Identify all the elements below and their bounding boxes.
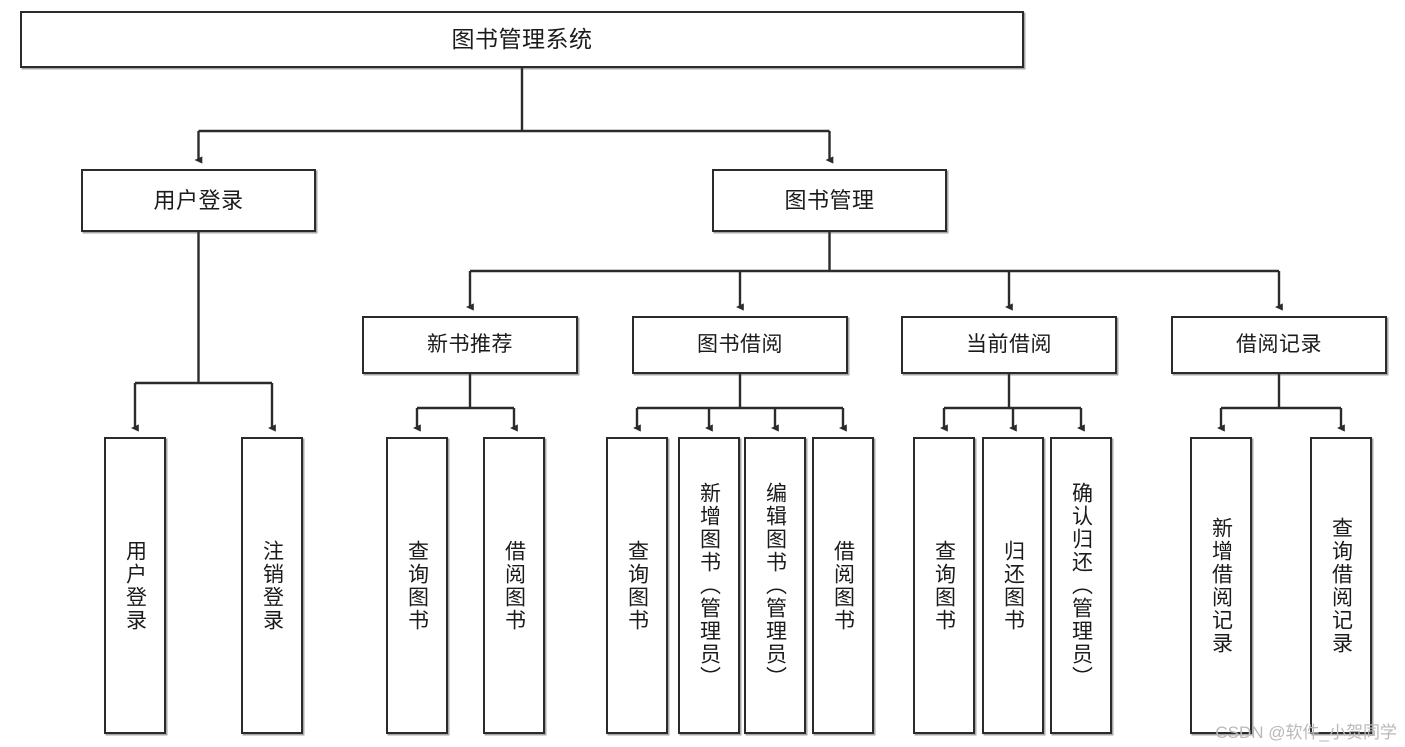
node-l-user-login[interactable]: 用户登录 [104,437,166,734]
node-l-logout[interactable]: 注销登录 [241,437,303,734]
node-l-query-book-2[interactable]: 查询图书 [606,437,668,734]
node-label: 用户登录 [153,187,244,213]
node-n-user-login[interactable]: 用户登录 [81,169,316,232]
node-l-add-book[interactable]: 新增图书（管理员） [678,437,740,734]
node-label: 查询图书 [405,539,429,632]
node-label: 确认归还（管理员） [1069,482,1093,689]
node-label: 图书管理系统 [451,25,593,52]
node-l-query-book-1[interactable]: 查询图书 [386,437,448,734]
node-label: 图书管理 [784,187,875,213]
node-label: 借阅图书 [831,539,855,632]
node-label: 用户登录 [123,539,147,632]
node-l-query-record[interactable]: 查询借阅记录 [1310,437,1372,734]
node-l-borrow-book-1[interactable]: 借阅图书 [483,437,545,734]
node-label: 归还图书 [1001,539,1025,632]
node-l-edit-book[interactable]: 编辑图书（管理员） [744,437,806,734]
node-label: 查询借阅记录 [1329,516,1353,655]
node-l-confirm-return[interactable]: 确认归还（管理员） [1050,437,1112,734]
edge-group [130,68,1345,432]
node-root[interactable]: 图书管理系统 [20,11,1024,68]
node-label: 新增借阅记录 [1209,516,1233,655]
node-label: 图书借阅 [697,332,783,356]
node-label: 借阅图书 [502,539,526,632]
node-n-book-manage[interactable]: 图书管理 [712,169,947,232]
node-l-borrow-book-2[interactable]: 借阅图书 [812,437,874,734]
node-l-add-record[interactable]: 新增借阅记录 [1190,437,1252,734]
node-label: 新书推荐 [427,332,513,356]
watermark-label: CSDN @软件_小贺同学 [1215,723,1397,742]
node-label: 查询图书 [932,539,956,632]
node-n-borrow-record[interactable]: 借阅记录 [1171,316,1387,374]
node-l-query-book-3[interactable]: 查询图书 [913,437,975,734]
node-label: 当前借阅 [966,332,1052,356]
node-n-new-book-rec[interactable]: 新书推荐 [362,316,578,374]
node-n-current-borrow[interactable]: 当前借阅 [901,316,1117,374]
node-n-book-borrow[interactable]: 图书借阅 [632,316,848,374]
node-label: 编辑图书（管理员） [763,482,787,689]
node-label: 借阅记录 [1236,332,1322,356]
node-label: 查询图书 [625,539,649,632]
node-label: 新增图书（管理员） [697,482,721,689]
node-label: 注销登录 [260,539,284,632]
node-l-return-book[interactable]: 归还图书 [982,437,1044,734]
